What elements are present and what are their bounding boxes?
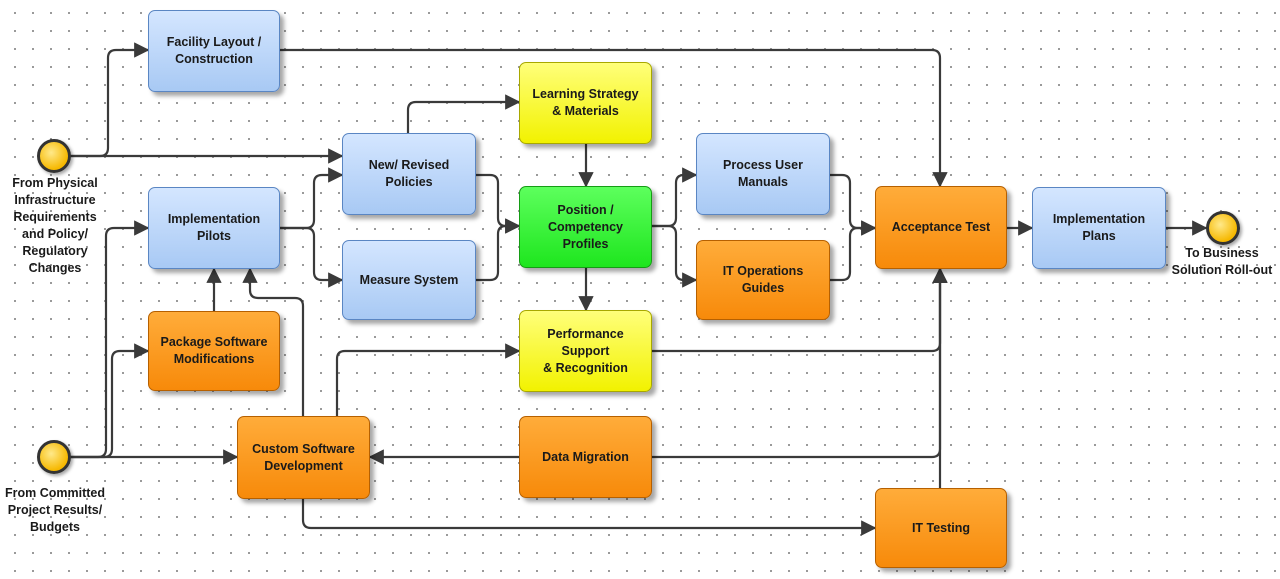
node-acceptance-test[interactable]: Acceptance Test bbox=[875, 186, 1007, 269]
connector-policies-position bbox=[474, 173, 521, 234]
connector-facility-acceptance bbox=[278, 48, 948, 188]
connector-pilots-measure bbox=[278, 226, 344, 288]
node-implementation-plans[interactable]: Implementation Plans bbox=[1032, 187, 1166, 269]
connector-custom-ittesting bbox=[301, 497, 877, 536]
connector-custom-performance bbox=[335, 343, 521, 418]
connector-custom-pilots bbox=[242, 267, 305, 418]
node-process-user-manuals[interactable]: Process User Manuals bbox=[696, 133, 830, 215]
connector-position-manuals bbox=[650, 167, 698, 228]
start-event-committed-icon[interactable] bbox=[37, 440, 71, 474]
connector-policies-learning bbox=[406, 94, 521, 135]
start-event-physical-icon[interactable] bbox=[37, 139, 71, 173]
node-implementation-pilots[interactable]: Implementation Pilots bbox=[148, 187, 280, 269]
node-package-software-modifications[interactable]: Package Software Modifications bbox=[148, 311, 280, 391]
node-measure-system[interactable]: Measure System bbox=[342, 240, 476, 320]
end-event-business-icon[interactable] bbox=[1206, 211, 1240, 245]
connector-physical-facility bbox=[68, 42, 150, 158]
node-custom-software-development[interactable]: Custom Software Development bbox=[237, 416, 370, 499]
connector-measure-position bbox=[474, 218, 521, 282]
node-it-testing[interactable]: IT Testing bbox=[875, 488, 1007, 568]
node-position-competency-profiles[interactable]: Position / Competency Profiles bbox=[519, 186, 652, 268]
connector-pilots-policies bbox=[278, 167, 344, 230]
node-new-revised-policies[interactable]: New/ Revised Policies bbox=[342, 133, 476, 215]
node-performance-support[interactable]: Performance Support & Recognition bbox=[519, 310, 652, 392]
label-from-physical: From Physical Infrastructure Requirement… bbox=[12, 176, 98, 275]
connector-committed-package bbox=[68, 343, 150, 459]
connector-manuals-acceptance bbox=[828, 173, 877, 236]
node-learning-strategy[interactable]: Learning Strategy & Materials bbox=[519, 62, 652, 144]
node-data-migration[interactable]: Data Migration bbox=[519, 416, 652, 498]
node-facility-layout[interactable]: Facility Layout / Construction bbox=[148, 10, 280, 92]
node-it-operations-guides[interactable]: IT Operations Guides bbox=[696, 240, 830, 320]
connector-itguides-acceptance bbox=[828, 220, 877, 282]
label-to-business: To Business Solution Roll-out bbox=[1171, 246, 1273, 277]
label-from-committed: From Committed Project Results/ Budgets bbox=[5, 486, 105, 534]
connector-position-itguides bbox=[650, 224, 698, 288]
